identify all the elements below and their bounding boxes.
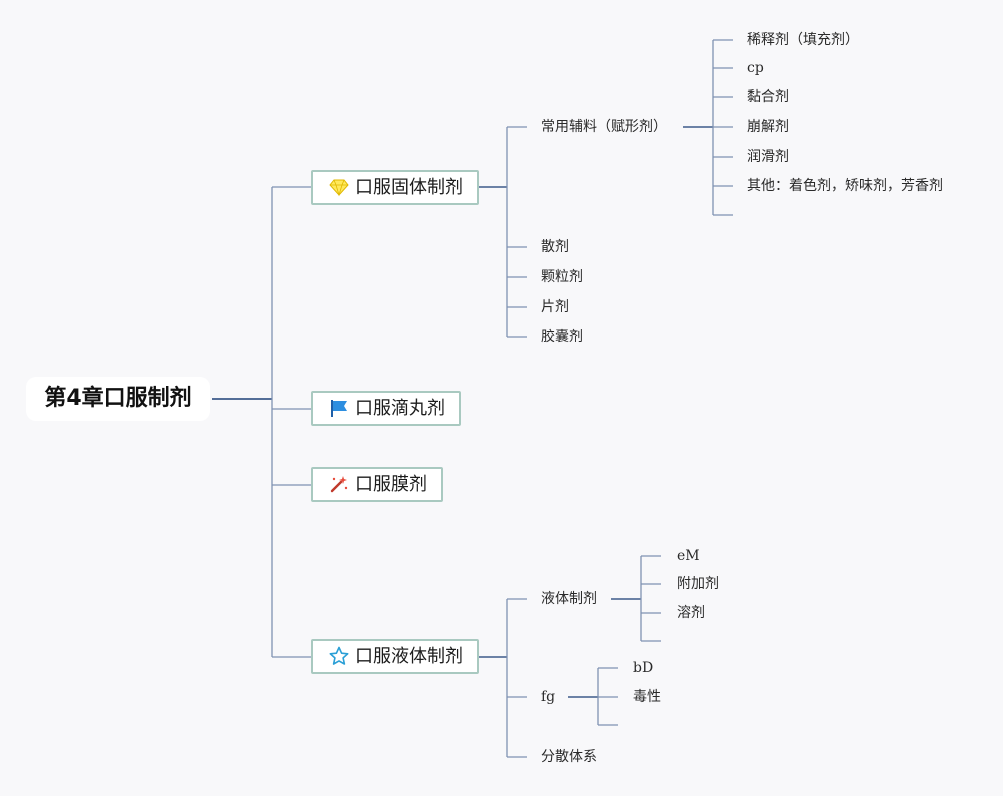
subtopic-liquid-preparation[interactable]: 液体制剂 (541, 591, 597, 607)
leaf-em[interactable]: eM (677, 548, 700, 564)
topic-oral-liquid[interactable]: 口服液体制剂 (311, 639, 479, 674)
subtopic-granule[interactable]: 颗粒剂 (541, 269, 583, 285)
leaf-toxicity[interactable]: 毒性 (633, 689, 661, 705)
topic-oral-dropping-pill[interactable]: 口服滴丸剂 (311, 391, 461, 426)
leaf-lubricant[interactable]: 润滑剂 (747, 149, 789, 165)
leaf-bd[interactable]: bD (633, 660, 654, 676)
leaf-binder[interactable]: 黏合剂 (747, 89, 789, 105)
star-icon (329, 645, 349, 665)
topic-label: 口服滴丸剂 (355, 398, 445, 419)
subtopic-dispersion-system[interactable]: 分散体系 (541, 749, 597, 765)
flag-icon (329, 397, 349, 417)
leaf-other-excipients[interactable]: 其他：着色剂，矫味剂，芳香剂 (747, 178, 943, 194)
leaf-solvent[interactable]: 溶剂 (677, 605, 705, 621)
leaf-cp[interactable]: cp (747, 60, 764, 76)
leaf-disintegrant[interactable]: 崩解剂 (747, 119, 789, 135)
subtopic-excipients[interactable]: 常用辅料（赋形剂） (541, 119, 667, 135)
topic-label: 口服固体制剂 (355, 177, 463, 198)
subtopic-tablet[interactable]: 片剂 (541, 299, 569, 315)
leaf-diluent[interactable]: 稀释剂（填充剂） (747, 32, 859, 48)
subtopic-fg[interactable]: fg (541, 689, 556, 705)
topic-oral-solid[interactable]: 口服固体制剂 (311, 170, 479, 205)
subtopic-powder[interactable]: 散剂 (541, 239, 569, 255)
topic-oral-film[interactable]: 口服膜剂 (311, 467, 443, 502)
topic-label: 口服液体制剂 (355, 646, 463, 667)
topic-label: 口服膜剂 (355, 474, 427, 495)
magic-wand-icon (329, 473, 349, 493)
gem-icon (329, 176, 349, 197)
leaf-additive[interactable]: 附加剂 (677, 576, 719, 592)
subtopic-capsule[interactable]: 胶囊剂 (541, 329, 583, 345)
root-topic[interactable]: 第4章口服制剂 (26, 377, 210, 421)
